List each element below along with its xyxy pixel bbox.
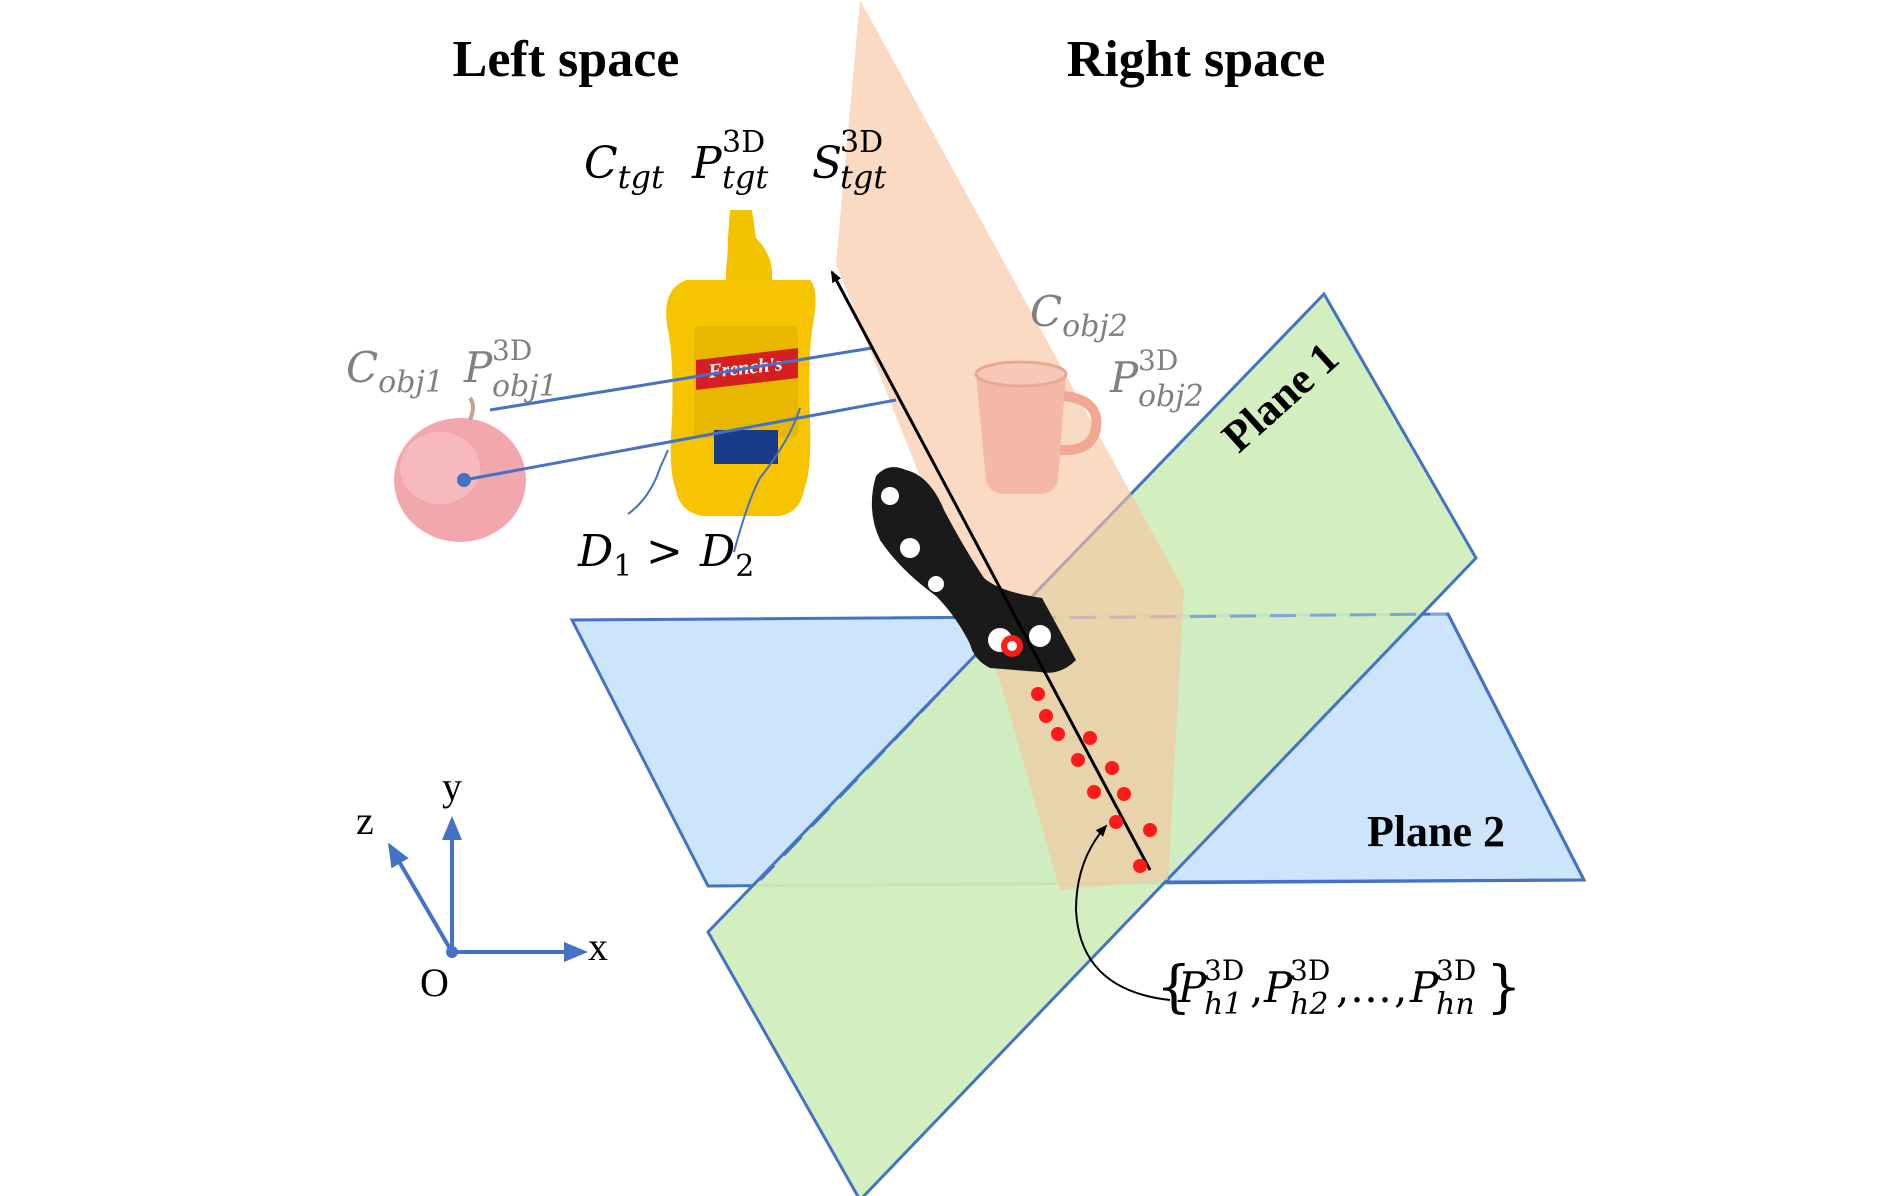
- p-obj2-sub: obj2: [1138, 379, 1204, 414]
- right-space-heading: Right space: [1067, 31, 1326, 88]
- distance-inequality: D1 > D2: [577, 526, 754, 584]
- c-obj1-base: C: [346, 343, 378, 392]
- hand-keypoints: [1031, 687, 1157, 873]
- obj2-labels: Cobj2 P 3D obj2: [1030, 287, 1204, 414]
- hand-points-set: { P 3D h1 , P 3D h2 , … , P 3D hn }: [1156, 954, 1522, 1022]
- phn-sup: 3D: [1436, 954, 1476, 987]
- svg-text:S: S: [812, 138, 842, 189]
- d1-base: D: [577, 526, 613, 577]
- d2-sub: 2: [735, 549, 754, 584]
- coordinate-axes: [387, 816, 588, 962]
- c-tgt-sub: tgt: [618, 158, 664, 196]
- svg-text:3D: 3D: [1436, 954, 1476, 987]
- d2-base: D: [699, 526, 735, 577]
- inequality-op: >: [646, 526, 683, 577]
- svg-text:P: P: [1409, 963, 1439, 1012]
- svg-text:3D: 3D: [1290, 954, 1330, 987]
- set-open-brace: {: [1156, 955, 1192, 1020]
- d1-leader: [627, 449, 669, 515]
- svg-text:P: P: [1263, 963, 1293, 1012]
- target-labels: Ctgt P 3D tgt S 3D tgt: [584, 125, 886, 196]
- sep-3: ,: [1394, 963, 1407, 1012]
- ph1-sup: 3D: [1204, 954, 1244, 987]
- axis-z-label: z: [356, 798, 374, 843]
- svg-text:Cobj2: Cobj2: [1030, 287, 1128, 344]
- axis-y-label: y: [442, 764, 462, 809]
- distance-lines: [457, 346, 897, 487]
- plane-2-right-edge: [1446, 613, 1586, 881]
- svg-text:P: P: [1177, 963, 1207, 1012]
- mustard-bottle-object: French's: [666, 210, 816, 516]
- phn-base: P: [1409, 963, 1439, 1012]
- p-tgt-sup: 3D: [722, 125, 765, 160]
- p-obj1-base: P: [463, 343, 493, 392]
- svg-text:…: …: [1350, 963, 1392, 1012]
- svg-text:3D: 3D: [492, 334, 532, 367]
- d1-sub: 1: [613, 549, 632, 584]
- s-tgt-sub: tgt: [840, 158, 886, 196]
- svg-text:D1: D1: [577, 526, 632, 584]
- s-tgt-base: S: [812, 138, 842, 189]
- svg-text:}: }: [1486, 955, 1522, 1020]
- obj1-labels: Cobj1 P 3D obj1: [346, 334, 558, 404]
- ph1-base: P: [1177, 963, 1207, 1012]
- c-obj1-sub: obj1: [378, 365, 444, 400]
- c-tgt-base: C: [584, 138, 618, 189]
- sep-2: ,: [1336, 963, 1349, 1012]
- c-obj2-base: C: [1030, 287, 1062, 336]
- s-tgt-sup: 3D: [840, 125, 883, 160]
- p-obj2-base: P: [1109, 353, 1139, 402]
- d2-leader: [733, 407, 801, 553]
- svg-text:tgt: tgt: [722, 158, 768, 196]
- svg-text:3D: 3D: [722, 125, 765, 160]
- c-obj2-sub: obj2: [1062, 309, 1128, 344]
- svg-text:h1: h1: [1204, 987, 1242, 1022]
- svg-text:,: ,: [1336, 963, 1349, 1012]
- sep-1: ,: [1250, 963, 1263, 1012]
- p-tgt-sub: tgt: [722, 158, 768, 196]
- axis-x-label: x: [588, 924, 608, 969]
- p-obj1-sub: obj1: [492, 369, 558, 404]
- svg-text:obj1: obj1: [492, 369, 558, 404]
- svg-text:,: ,: [1394, 963, 1407, 1012]
- svg-text:P: P: [691, 138, 723, 189]
- svg-text:Cobj1: Cobj1: [346, 343, 444, 400]
- svg-text:obj2: obj2: [1138, 379, 1204, 414]
- apple-object: [394, 396, 526, 542]
- svg-text:>: >: [646, 526, 683, 577]
- left-space-heading: Left space: [453, 31, 680, 88]
- mug-object: [974, 360, 1102, 494]
- svg-text:hn: hn: [1436, 987, 1475, 1022]
- p-obj1-sup: 3D: [492, 334, 532, 367]
- plane-2-hidden-edge: [1029, 612, 1447, 620]
- keypoints-pointer-arrow: [1074, 824, 1171, 1001]
- ph1-sub: h1: [1204, 987, 1242, 1022]
- svg-text:3D: 3D: [840, 125, 883, 160]
- ph2-base: P: [1263, 963, 1293, 1012]
- svg-text:Ctgt: Ctgt: [584, 138, 664, 196]
- set-close-brace: }: [1486, 955, 1522, 1020]
- svg-text:P: P: [463, 343, 493, 392]
- plane-2-label: Plane 2: [1367, 807, 1505, 856]
- axis-origin-label: O: [420, 960, 449, 1005]
- p-tgt-base: P: [691, 138, 723, 189]
- svg-text:D2: D2: [699, 526, 754, 584]
- ph2-sup: 3D: [1290, 954, 1330, 987]
- phn-sub: hn: [1436, 987, 1475, 1022]
- pointing-ray: [830, 270, 1152, 871]
- svg-text:3D: 3D: [1204, 954, 1244, 987]
- ellipsis: …: [1350, 963, 1392, 1012]
- svg-text:h2: h2: [1290, 987, 1328, 1022]
- plane-2-bottom-edge: [1163, 878, 1585, 884]
- svg-text:P: P: [1109, 353, 1139, 402]
- hand-image: [871, 467, 1076, 673]
- ph2-sub: h2: [1290, 987, 1328, 1022]
- svg-text:,: ,: [1250, 963, 1263, 1012]
- p-obj2-sup: 3D: [1138, 344, 1178, 377]
- plane-1-hidden-edge: [758, 690, 942, 882]
- svg-text:3D: 3D: [1138, 344, 1178, 377]
- svg-text:tgt: tgt: [840, 158, 886, 196]
- svg-text:{: {: [1156, 955, 1192, 1020]
